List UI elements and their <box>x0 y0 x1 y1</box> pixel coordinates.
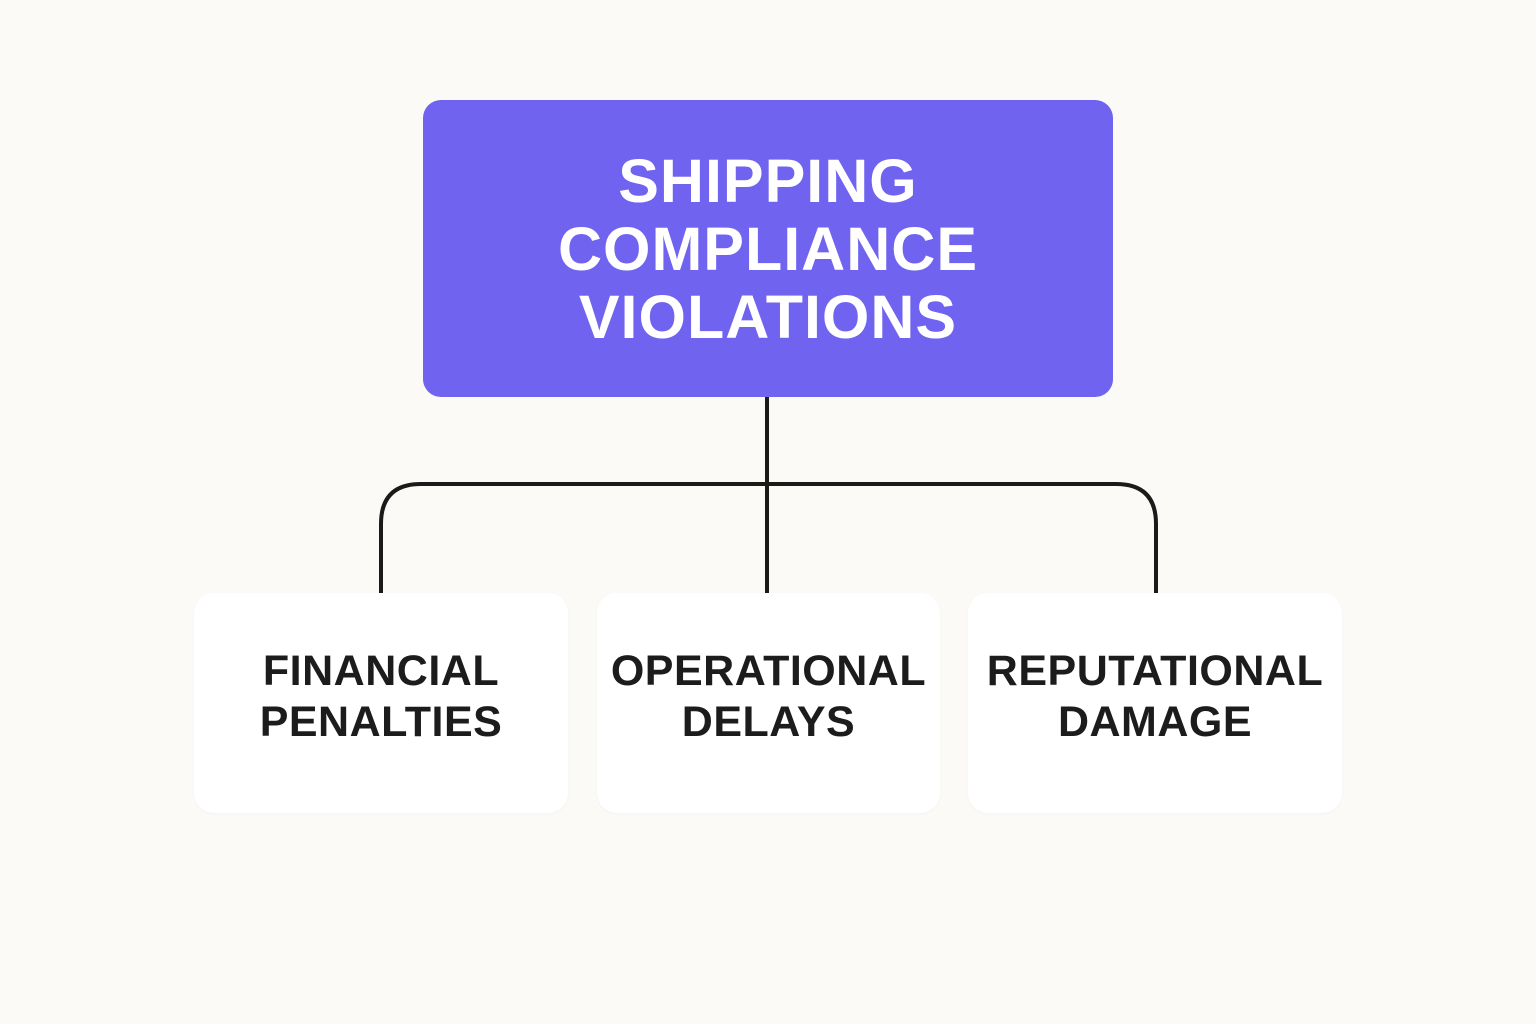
child-node-operational-delays: OPERATIONAL DELAYS <box>597 593 940 813</box>
child-label-line: DELAYS <box>681 698 856 746</box>
root-label-line: COMPLIANCE <box>557 214 979 283</box>
child-label-line: REPUTATIONAL <box>986 647 1324 695</box>
child-label-line: PENALTIES <box>259 698 503 746</box>
root-label-line: VIOLATIONS <box>578 282 958 351</box>
child-node-reputational-damage: REPUTATIONAL DAMAGE <box>968 593 1342 813</box>
child-node-financial-penalties: FINANCIAL PENALTIES <box>194 593 568 813</box>
child-label-line: OPERATIONAL <box>610 647 927 695</box>
root-node-label: SHIPPING COMPLIANCE VIOLATIONS <box>558 147 978 351</box>
root-label-line: SHIPPING <box>618 146 918 215</box>
child-label-line: FINANCIAL <box>262 647 500 695</box>
child-label-line: DAMAGE <box>1057 698 1253 746</box>
root-node-shipping-compliance-violations: SHIPPING COMPLIANCE VIOLATIONS <box>423 100 1113 397</box>
